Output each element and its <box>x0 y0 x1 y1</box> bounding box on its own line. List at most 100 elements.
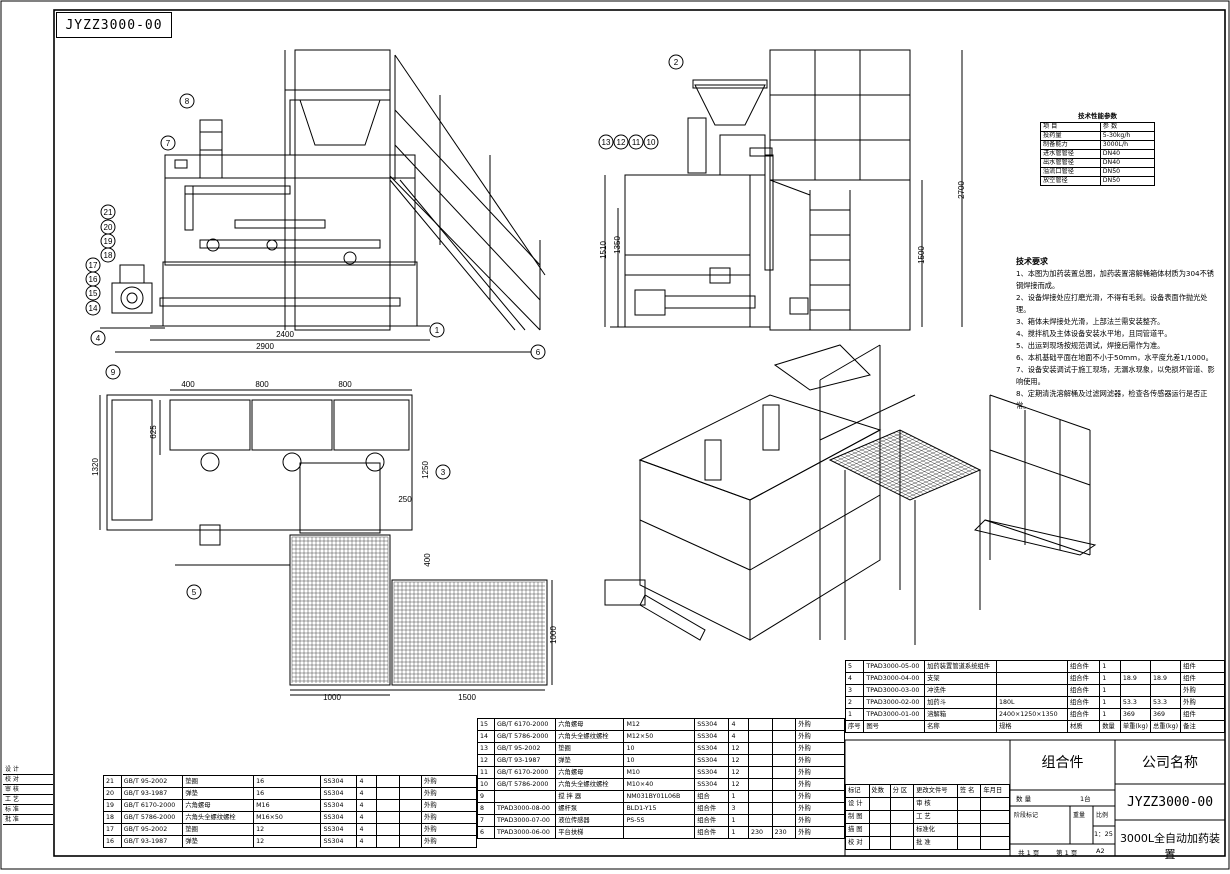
bom-cell: 1 <box>844 708 865 721</box>
signoff-row: 设 计审 核 <box>845 797 1010 811</box>
bom-cell <box>995 660 1069 673</box>
bom-cell: GB/T 5786-2000 <box>493 730 557 743</box>
dim-top-1000w: 1000 <box>323 693 341 702</box>
dim-top-1320: 1320 <box>91 458 100 476</box>
bom-cell: BLD1-Y15 <box>623 802 696 815</box>
dim-front-2900: 2900 <box>256 342 274 351</box>
bom-cell: 1 <box>728 790 750 803</box>
bom-cell: 弹垫 <box>182 835 255 848</box>
signoff-row: 校 对批 准 <box>845 836 1010 850</box>
signoff-row: 描 图标准化 <box>845 823 1010 837</box>
signoff-cell <box>980 823 1010 837</box>
scale-label: 比例 <box>1096 812 1109 819</box>
bom-cell: 外购 <box>1180 696 1225 709</box>
bom-cell: GB/T 93-1987 <box>120 787 184 800</box>
bom-cell <box>398 799 423 812</box>
bom-cell <box>748 778 773 791</box>
bom-cell: 弹垫 <box>555 754 625 767</box>
dim-top-625: 625 <box>149 425 158 439</box>
bom-cell: 18.9 <box>1149 672 1182 685</box>
bom-cell: 组合 <box>694 790 730 803</box>
title-block-signoff: 标记处数分 区更改文件号签 名年月日设 计审 核制 图工 艺描 图标准化校 对批… <box>845 784 1010 850</box>
bom-cell: SS304 <box>320 799 358 812</box>
bom-cell: SS304 <box>694 730 730 743</box>
tech-req-line: 2、设备焊接处应打磨光滑，不得有毛刺。设备表面作抛光处理。 <box>1016 293 1208 314</box>
signoff-cell: 校 对 <box>845 836 870 850</box>
bom-cell: GB/T 6170-2000 <box>120 799 184 812</box>
callout-10: 10 <box>643 134 659 150</box>
bom-cell: 3 <box>728 802 750 815</box>
bom-cell: 名称 <box>924 720 997 733</box>
signoff-cell <box>956 836 982 850</box>
signoff-cell: 审 核 <box>913 797 958 811</box>
bom-cell: 180L <box>995 696 1069 709</box>
parameter-cell: DN50 <box>1099 176 1156 186</box>
bom-cell: 12 <box>477 754 495 767</box>
drawing-code-frame: JYZZ3000-00 <box>56 12 172 38</box>
bom-cell: SS304 <box>694 754 730 767</box>
bom-cell: GB/T 95-2002 <box>493 742 557 755</box>
signoff-row: 制 图工 艺 <box>845 810 1010 824</box>
parameter-cell: 3000L/h <box>1099 140 1156 150</box>
bom-cell: NM031BY01L06B <box>623 790 696 803</box>
bom-cell: 1 <box>728 826 750 839</box>
bom-cell: TPAD3000-08-00 <box>493 802 557 815</box>
bom-cell: 18 <box>103 811 122 824</box>
callout-18: 18 <box>100 247 116 263</box>
bom-cell <box>1149 684 1182 697</box>
company-name: 公司名称 <box>1142 755 1198 771</box>
bom-cell: 六角螺母 <box>182 799 255 812</box>
signoff-cell: 标准化 <box>913 823 958 837</box>
bom-cell: SS304 <box>694 718 730 731</box>
bom-cell: 14 <box>477 730 495 743</box>
bom-cell: 组合件 <box>694 802 730 815</box>
signoff-cell: 签 名 <box>956 784 982 798</box>
signoff-cell: 分 区 <box>889 784 915 798</box>
approval-strip-item: 工 艺 <box>3 795 53 805</box>
bom-cell: 加药装置管道系统组件 <box>924 660 997 673</box>
callout-16: 16 <box>85 271 101 287</box>
bom-cell: 4 <box>844 672 865 685</box>
callout-13: 13 <box>598 134 614 150</box>
signoff-cell <box>868 797 891 811</box>
bom-cell: 图号 <box>863 720 926 733</box>
bom-cell <box>398 823 423 836</box>
signoff-cell: 设 计 <box>845 797 870 811</box>
bom-cell: TPAD3000-03-00 <box>863 684 926 697</box>
bom-cell <box>771 718 797 731</box>
callout-12: 12 <box>613 134 629 150</box>
bom-cell: 18.9 <box>1119 672 1151 685</box>
bom-cell: M16 <box>253 799 322 812</box>
dim-side-1510: 1510 <box>599 241 608 259</box>
svg-text:5: 5 <box>192 588 197 597</box>
signoff-cell <box>980 810 1010 824</box>
svg-text:11: 11 <box>632 138 641 147</box>
bom-cell: TPAD3000-01-00 <box>863 708 926 721</box>
signoff-cell <box>889 797 915 811</box>
dim-side-2700: 2700 <box>957 181 966 199</box>
bom-cell: 组合件 <box>1066 684 1101 697</box>
signoff-cell: 制 图 <box>845 810 870 824</box>
bom-cell: SS304 <box>320 787 358 800</box>
bom-cell: 1 <box>1099 696 1121 709</box>
bom-cell: 外购 <box>795 802 845 815</box>
signoff-cell <box>956 797 982 811</box>
bom-cell: 53.3 <box>1119 696 1151 709</box>
bom-cell: 垫圈 <box>182 775 255 788</box>
bom-cell: 支架 <box>924 672 997 685</box>
iso-grating <box>829 429 981 501</box>
bom-cell: 5 <box>844 660 865 673</box>
bom-cell: 6 <box>477 826 495 839</box>
bom-cell: 7 <box>477 814 495 827</box>
